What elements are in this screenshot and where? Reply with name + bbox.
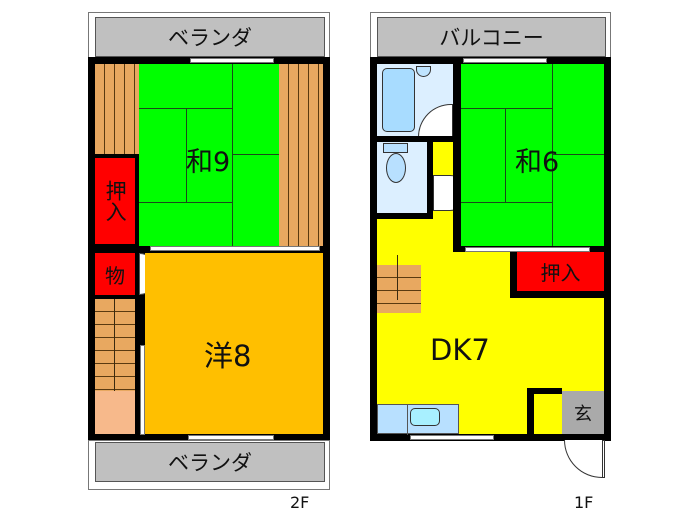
bathtub xyxy=(382,68,415,132)
wall-bath-toilet xyxy=(377,136,453,142)
oshiire-label-2f: 押入 xyxy=(103,180,128,222)
sliding-door-stair[interactable] xyxy=(140,345,145,435)
balcony: バルコニー xyxy=(377,17,606,57)
window-washitsu-bottom xyxy=(465,247,590,252)
wall-toilet-right xyxy=(427,142,433,218)
window-1f-top xyxy=(463,58,547,63)
staircase-2f xyxy=(95,299,135,391)
window-2f-bottom xyxy=(188,435,274,440)
room-label-washitsu-6: 和6 xyxy=(515,147,560,178)
washbasin-icon xyxy=(416,66,431,77)
genkan-entrance: 玄 xyxy=(562,391,604,434)
room-label-youshitsu-8: 洋8 xyxy=(204,339,252,373)
entrance-door-leaf xyxy=(602,440,605,478)
wood-floor-right xyxy=(279,64,323,246)
window-2f-top xyxy=(190,58,274,63)
wood-floor-left xyxy=(95,64,141,154)
entrance-door[interactable] xyxy=(564,440,604,478)
veranda-top: ベランダ xyxy=(95,17,325,57)
closet-mono: 物 xyxy=(95,253,135,295)
window-2f-middle xyxy=(150,246,320,251)
toilet-room xyxy=(377,142,430,215)
staircase-1f xyxy=(377,255,421,313)
floor-plan-1f: バルコニー 和6 押入 DK7 xyxy=(350,0,700,525)
room-washitsu-9 xyxy=(139,64,279,246)
floor-label-2f: 2F xyxy=(290,493,310,512)
closet-oshiire-1f: 押入 xyxy=(517,252,604,291)
closet-oshiire-2f: 押入 xyxy=(95,158,135,244)
wall-washitsu-left xyxy=(453,57,461,250)
wall-toilet-bottom xyxy=(377,213,433,219)
toilet-bowl-icon xyxy=(386,153,406,183)
stair-landing-2f xyxy=(95,391,135,434)
toilet-tank-icon xyxy=(383,143,408,153)
shoe-closet xyxy=(534,394,562,434)
room-washitsu-6 xyxy=(461,64,604,247)
floor-plan-2f: ベランダ 和9 押入 物 洋8 ベランダ 2F xyxy=(88,12,330,512)
room-youshitsu-8 xyxy=(145,253,323,434)
room-label-washitsu-9: 和9 xyxy=(186,147,231,178)
kitchen-sink xyxy=(410,408,440,426)
room-label-dk-7: DK7 xyxy=(430,333,490,367)
floor-label-1f: 1F xyxy=(574,493,594,512)
window-1f-bottom xyxy=(410,435,494,440)
veranda-bottom: ベランダ xyxy=(95,442,325,482)
